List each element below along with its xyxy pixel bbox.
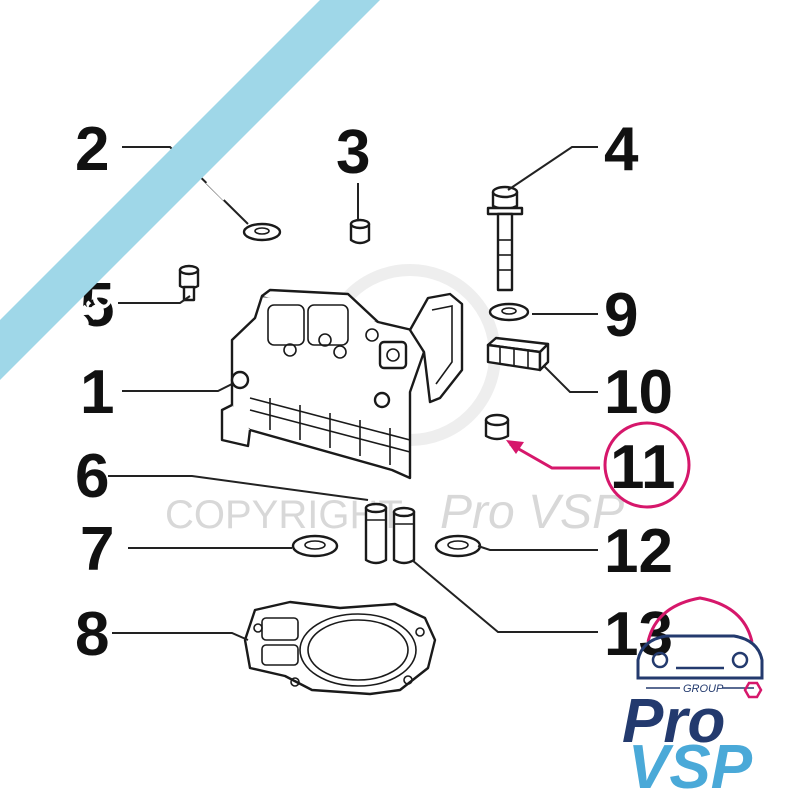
watermark-brand: Pro VSP xyxy=(440,486,624,539)
leader-lines xyxy=(108,146,598,641)
callout-7: 7 xyxy=(80,515,114,584)
part-7-seat-ring xyxy=(291,534,339,558)
callout-4: 4 xyxy=(604,115,639,184)
car-outline-icon xyxy=(636,596,764,680)
part-2-washer xyxy=(242,222,282,242)
callout-10: 10 xyxy=(604,358,673,427)
part-1-cylinder-head xyxy=(220,288,464,480)
callout-12: 12 xyxy=(604,517,673,586)
callout-6: 6 xyxy=(75,442,109,511)
banner-band xyxy=(0,0,380,380)
part-13-valve-guide xyxy=(392,506,416,565)
callout-9: 9 xyxy=(604,281,638,350)
logo-vsp: VSP xyxy=(628,733,753,800)
callout-11: 11 xyxy=(610,433,676,502)
part-3-nut xyxy=(349,218,371,245)
part-8-head-gasket xyxy=(243,600,437,696)
part-9-washer xyxy=(488,302,530,322)
callout-3: 3 xyxy=(336,118,370,187)
logo-pro: Pro xyxy=(622,687,725,756)
brand-logo: GROUP Pro VSP xyxy=(622,596,764,800)
nut-icon xyxy=(743,681,763,699)
callout-1: 1 xyxy=(80,358,114,427)
part-11-seal xyxy=(484,413,510,441)
highlight-part-11 xyxy=(506,421,691,509)
part-6-valve-guide xyxy=(364,502,388,565)
callout-8: 8 xyxy=(75,600,109,669)
part-5-screw xyxy=(178,264,200,302)
part-4-bolt xyxy=(486,185,524,292)
callout-2: 2 xyxy=(75,115,109,184)
logo-group: GROUP xyxy=(683,683,724,695)
part-10-block xyxy=(486,336,550,372)
part-12-seat-ring xyxy=(434,534,482,558)
